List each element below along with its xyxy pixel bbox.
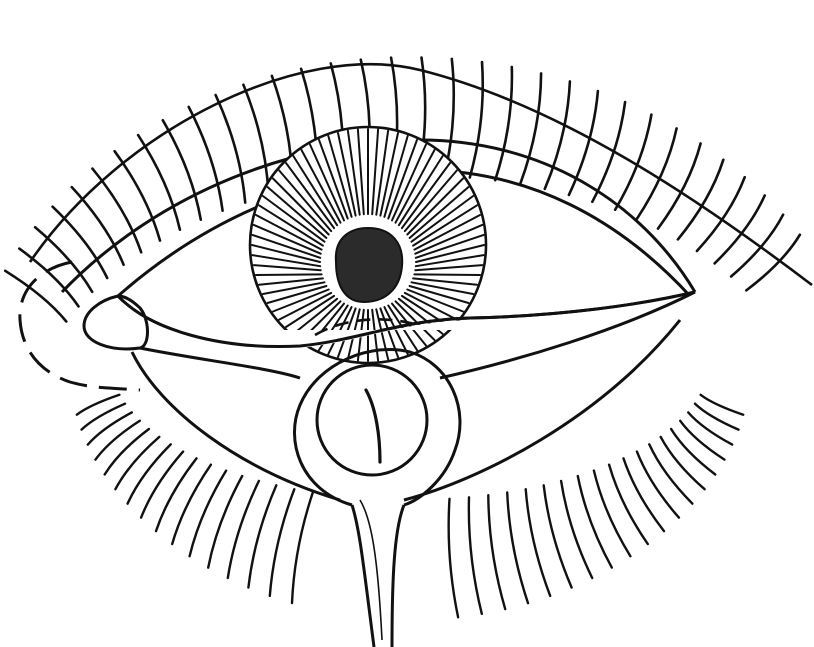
lower-eyelash: [688, 412, 732, 444]
upper-eyelash: [495, 67, 512, 180]
lower-eyelash: [578, 476, 612, 568]
lower-eyelash: [156, 458, 197, 531]
iris-ray: [414, 274, 480, 275]
lower-eyelash: [488, 495, 505, 609]
upper-eyelash: [592, 102, 625, 202]
upper-eyelash: [637, 128, 677, 218]
upper-eyelash: [715, 196, 765, 264]
lower-eyelash: [141, 452, 183, 518]
lower-eyelash: [507, 493, 528, 604]
lower-eyelash: [270, 489, 295, 596]
lower-eyelash: [190, 471, 227, 557]
lower-eyelash: [469, 497, 482, 614]
upper-eyelash: [163, 120, 201, 219]
pupil: [336, 228, 402, 302]
lower-eyelash: [292, 493, 313, 604]
upper-eyelash: [569, 91, 598, 195]
upper-eyelash: [216, 95, 246, 203]
lower-eyelash: [77, 395, 120, 415]
upper-eyelash: [53, 207, 108, 278]
upper-eyelash: [19, 249, 78, 307]
iris-ray: [256, 274, 322, 275]
tear-drop-circle: [317, 365, 427, 475]
upper-eyelash: [35, 227, 92, 292]
tear-duct-right: [392, 505, 404, 647]
tear-duct-left: [352, 505, 374, 647]
lower-eyelash: [96, 421, 140, 460]
nose-bridge-dashed: [20, 262, 140, 390]
upper-eyelash: [470, 62, 483, 177]
lower-eyelash: [172, 465, 211, 544]
lower-eyelash: [544, 485, 572, 587]
lower-eyelash: [449, 499, 458, 618]
upper-eyelash: [5, 271, 66, 322]
upper-eyelash: [243, 85, 268, 196]
lower-eyelash: [609, 465, 648, 544]
lower-eyelash: [208, 476, 242, 568]
lower-eyelash: [88, 412, 132, 444]
lower-eyelash: [561, 481, 592, 578]
upper-eyelash: [520, 73, 541, 184]
